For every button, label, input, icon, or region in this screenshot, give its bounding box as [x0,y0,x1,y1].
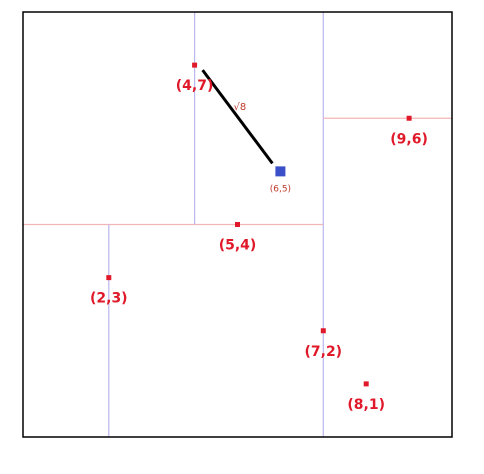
point-8-1: (8,1) [347,381,385,413]
point-label: (8,1) [347,397,385,413]
split-lines [23,12,452,437]
point-label: (9,6) [390,131,428,147]
point-5-4: (5,4) [219,222,257,254]
query-point [275,166,286,177]
point-2-3: (2,3) [90,275,128,307]
point-4-7: (4,7) [176,62,214,94]
point-marker [320,328,326,334]
point-label: (2,3) [90,291,128,307]
data-points: (2,3) (4,7) (5,4) (7,2) (8,1) (9,6) [90,62,428,413]
nearest-distance: √8 [201,69,274,165]
point-marker [235,222,240,227]
point-marker [406,115,412,121]
point-marker [106,275,112,281]
point-label: (7,2) [304,344,342,360]
point-9-6: (9,6) [390,115,428,147]
point-marker [192,62,198,68]
distance-line [201,69,274,165]
point-label: (4,7) [176,78,214,94]
point-7-2: (7,2) [304,328,342,360]
distance-label: √8 [234,102,247,113]
diagram-border [22,11,453,438]
query-label: (6,5) [270,184,291,194]
point-marker [363,381,369,387]
query: (6,5) [270,166,291,194]
point-label: (5,4) [219,238,257,254]
